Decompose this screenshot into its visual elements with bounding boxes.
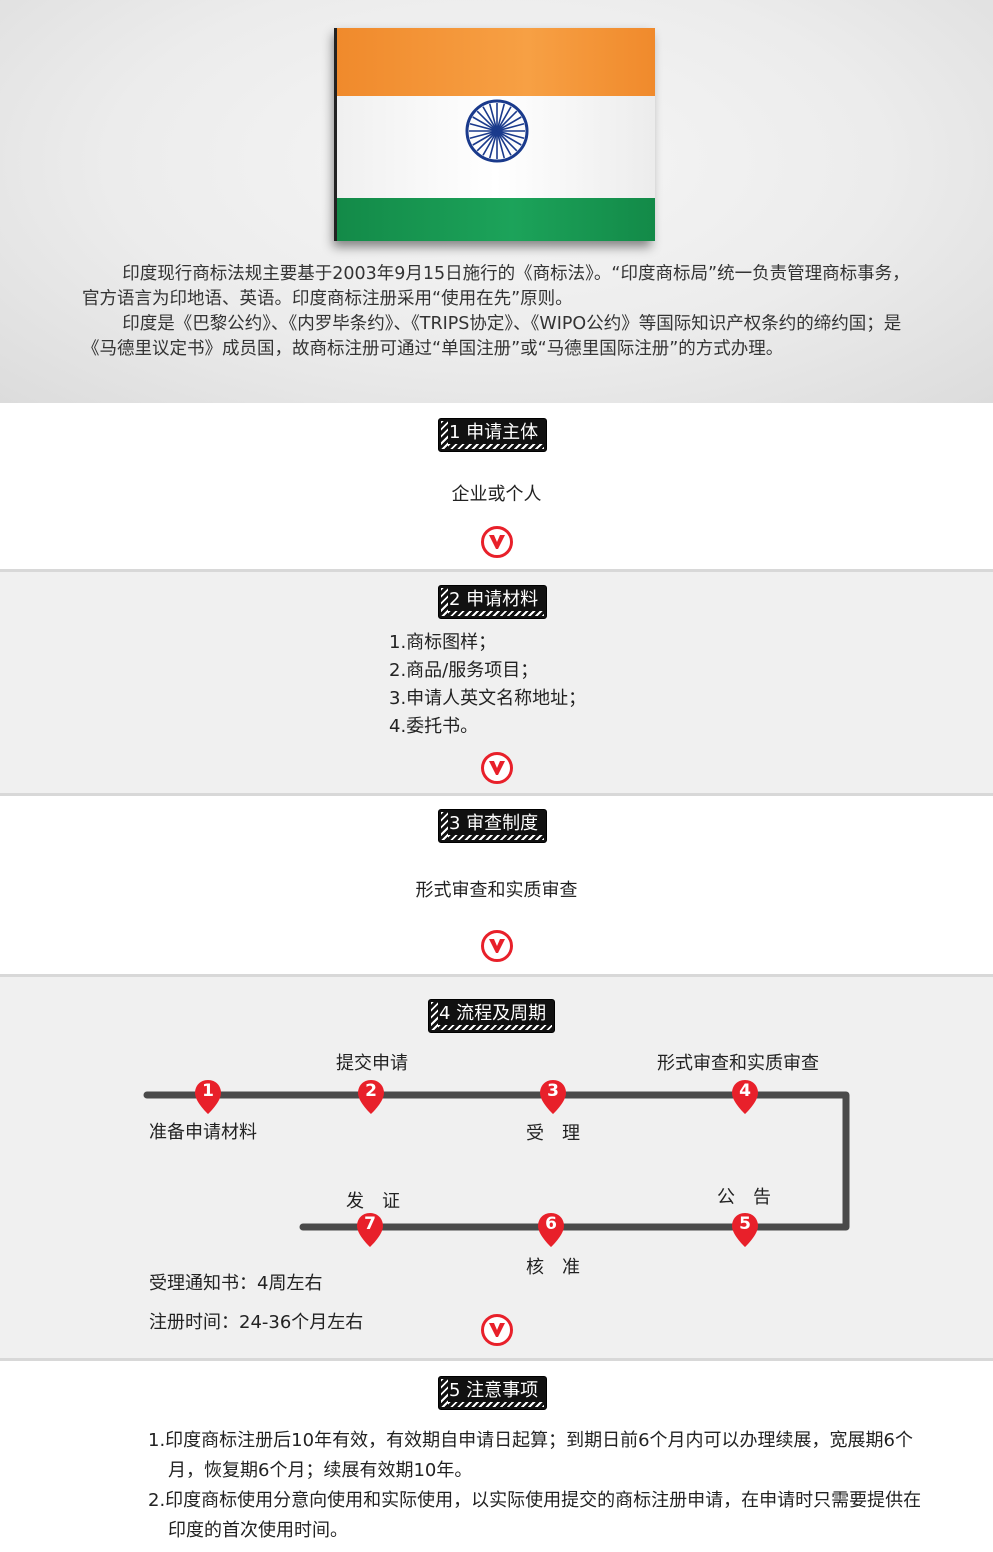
step-1-pin: 1 (195, 1080, 221, 1114)
section-notes: 5 注意事项 (0, 1361, 993, 1552)
section-applicant: 1 申请主体 企业或个人 (0, 403, 993, 569)
list-item: 2.商品/服务项目； (389, 660, 539, 681)
notes-list: 1.印度商标注册后10年有效，有效期自申请日起算；到期日前6个月内可以办理续展，… (148, 1426, 938, 1546)
applicant-text: 企业或个人 (451, 484, 542, 505)
section-4-badge: 4 流程及周期 (428, 999, 556, 1033)
process-timeline (143, 1091, 850, 1231)
india-flag (334, 28, 655, 241)
step-4-label: 形式审查和实质审查 (657, 1053, 819, 1074)
step-1-label: 准备申请材料 (149, 1122, 257, 1143)
intro-text: 印度现行商标法规主要基于2003年9月15日施行的《商标法》。“印度商标局”统一… (82, 262, 912, 362)
step-6-pin: 6 (538, 1213, 564, 1247)
section-materials: 2 申请材料 1.商标图样； 2.商品/服务项目； 3.申请人英文名称地址； 4… (0, 572, 993, 793)
step-7-pin: 7 (357, 1213, 383, 1247)
step-3-label: 受 理 (526, 1123, 580, 1144)
step-2-pin: 2 (358, 1080, 384, 1114)
step-7-label: 发 证 (346, 1191, 400, 1212)
list-item: 3.申请人英文名称地址； (389, 688, 587, 709)
flag-green-band (337, 198, 655, 241)
step-5-label: 公 告 (717, 1187, 771, 1208)
section-2-badge: 2 申请材料 (438, 585, 548, 619)
hero-section: 印度现行商标法规主要基于2003年9月15日施行的《商标法》。“印度商标局”统一… (0, 0, 993, 403)
step-2-label: 提交申请 (336, 1053, 408, 1074)
list-item: 1.商标图样； (389, 632, 497, 653)
chevron-down-icon (481, 752, 513, 784)
registration-time: 注册时间：24-36个月左右 (149, 1312, 364, 1333)
section-1-badge: 1 申请主体 (438, 418, 548, 452)
ashoka-chakra-icon (465, 99, 529, 163)
chevron-down-icon (481, 526, 513, 558)
flag-saffron-band (337, 28, 655, 96)
acceptance-notice-time: 受理通知书：4周左右 (149, 1273, 323, 1294)
step-6-label: 核 准 (526, 1257, 580, 1278)
step-3-pin: 3 (540, 1080, 566, 1114)
flag-white-band (337, 96, 655, 198)
list-item: 1.印度商标注册后10年有效，有效期自申请日起算；到期日前6个月内可以办理续展，… (148, 1430, 913, 1481)
section-5-badge: 5 注意事项 (438, 1376, 548, 1410)
section-examination: 3 审查制度 形式审查和实质审查 (0, 796, 993, 974)
list-item: 4.委托书。 (389, 716, 479, 737)
section-3-badge: 3 审查制度 (438, 809, 548, 843)
list-item: 2.印度商标使用分意向使用和实际使用，以实际使用提交的商标注册申请，在申请时只需… (148, 1490, 922, 1541)
examination-text: 形式审查和实质审查 (415, 880, 578, 901)
intro-paragraph-1: 印度现行商标法规主要基于2003年9月15日施行的《商标法》。“印度商标局”统一… (82, 264, 910, 309)
section-process: 4 流程及周期 1 2 3 4 5 6 7 准备申请材料 提交申请 受 理 形式… (0, 977, 993, 1358)
intro-paragraph-2: 印度是《巴黎公约》、《内罗毕条约》、《TRIPS协定》、《WIPO公约》等国际知… (82, 314, 902, 359)
chevron-down-icon (481, 930, 513, 962)
step-4-pin: 4 (732, 1080, 758, 1114)
step-5-pin: 5 (732, 1213, 758, 1247)
chevron-down-icon (481, 1314, 513, 1346)
materials-list: 1.商标图样； 2.商品/服务项目； 3.申请人英文名称地址； 4.委托书。 (389, 629, 586, 741)
